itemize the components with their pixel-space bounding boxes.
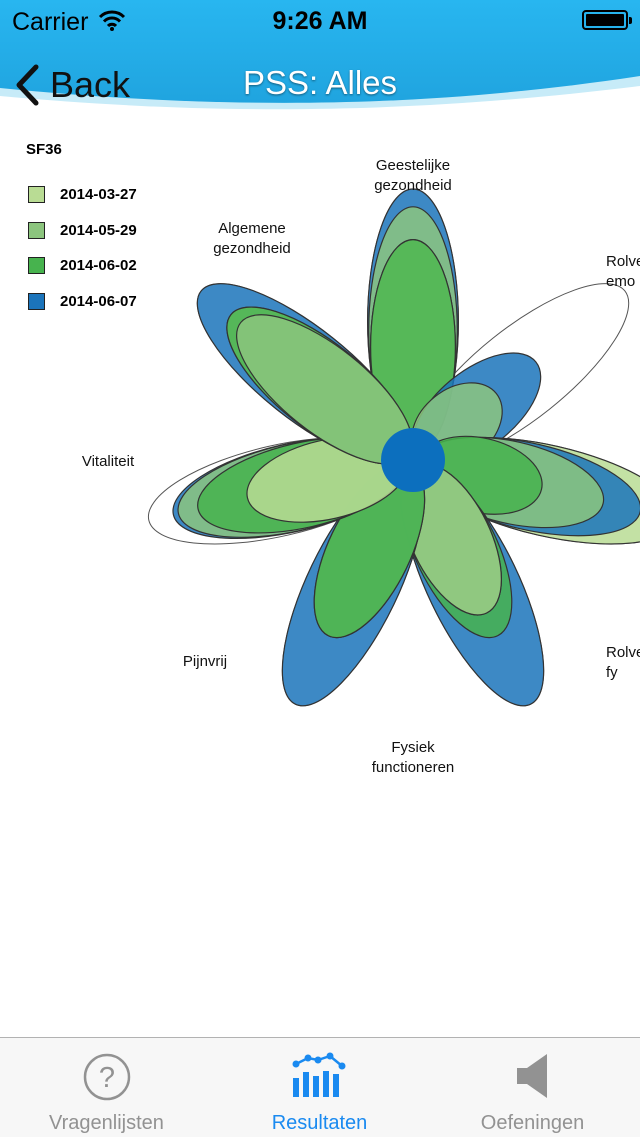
legend-item: 2014-05-29	[28, 213, 137, 249]
battery-icon	[582, 10, 632, 30]
wifi-icon	[98, 10, 126, 31]
legend-label: 2014-06-07	[60, 292, 137, 310]
tab-oefeningen[interactable]: Oefeningen	[426, 1038, 639, 1137]
legend-swatch	[28, 257, 45, 275]
navigation-header: Carrier 9:26 AM Back PSS: Alles	[0, 0, 640, 130]
tab-label: Oefeningen	[480, 1112, 585, 1134]
chart-legend: 2014-03-27 2014-05-29 2014-06-02 2014-06…	[28, 177, 137, 319]
flower-center	[381, 428, 445, 492]
tab-label: Resultaten	[271, 1112, 368, 1134]
flower-chart: GeestelijkegezondheidRolverv.emoRolverv.…	[82, 157, 640, 776]
axis-label: Vitaliteit	[82, 453, 135, 470]
question-circle-icon: ?	[83, 1053, 130, 1101]
chart-title: SF36	[26, 141, 62, 158]
header-background	[0, 0, 640, 110]
axis-label: Rolverv.fy	[606, 644, 640, 681]
chart-bars-icon	[292, 1052, 345, 1097]
legend-swatch	[28, 186, 45, 204]
axis-label: Rolverv.emo	[606, 253, 640, 290]
tab-label: Vragenlijsten	[49, 1112, 164, 1134]
legend-label: 2014-06-02	[60, 257, 137, 275]
page-title: PSS: Alles	[242, 64, 398, 101]
legend-swatch	[28, 292, 45, 310]
tab-vragenlijsten[interactable]: ? Vragenlijsten	[0, 1038, 213, 1137]
legend-item: 2014-06-07	[28, 284, 137, 320]
svg-text:?: ?	[98, 1062, 114, 1094]
legend-item: 2014-03-27	[28, 177, 137, 213]
carrier-label: Carrier	[12, 8, 89, 36]
tab-resultaten[interactable]: Resultaten	[213, 1038, 426, 1137]
tab-bar: ? Vragenlijsten Resultaten Oefeningen	[0, 1037, 640, 1137]
status-bar: Carrier 9:26 AM	[0, 0, 640, 40]
legend-item: 2014-06-02	[28, 248, 137, 284]
legend-label: 2014-03-27	[60, 186, 137, 204]
legend-label: 2014-05-29	[60, 221, 137, 239]
status-time: 9:26 AM	[272, 7, 368, 35]
legend-swatch	[28, 221, 45, 239]
chevron-left-icon	[16, 64, 39, 106]
axis-label: Pijnvrij	[183, 653, 227, 670]
back-button[interactable]: Back	[14, 60, 130, 110]
back-label: Back	[50, 64, 131, 105]
speaker-icon	[516, 1054, 547, 1098]
